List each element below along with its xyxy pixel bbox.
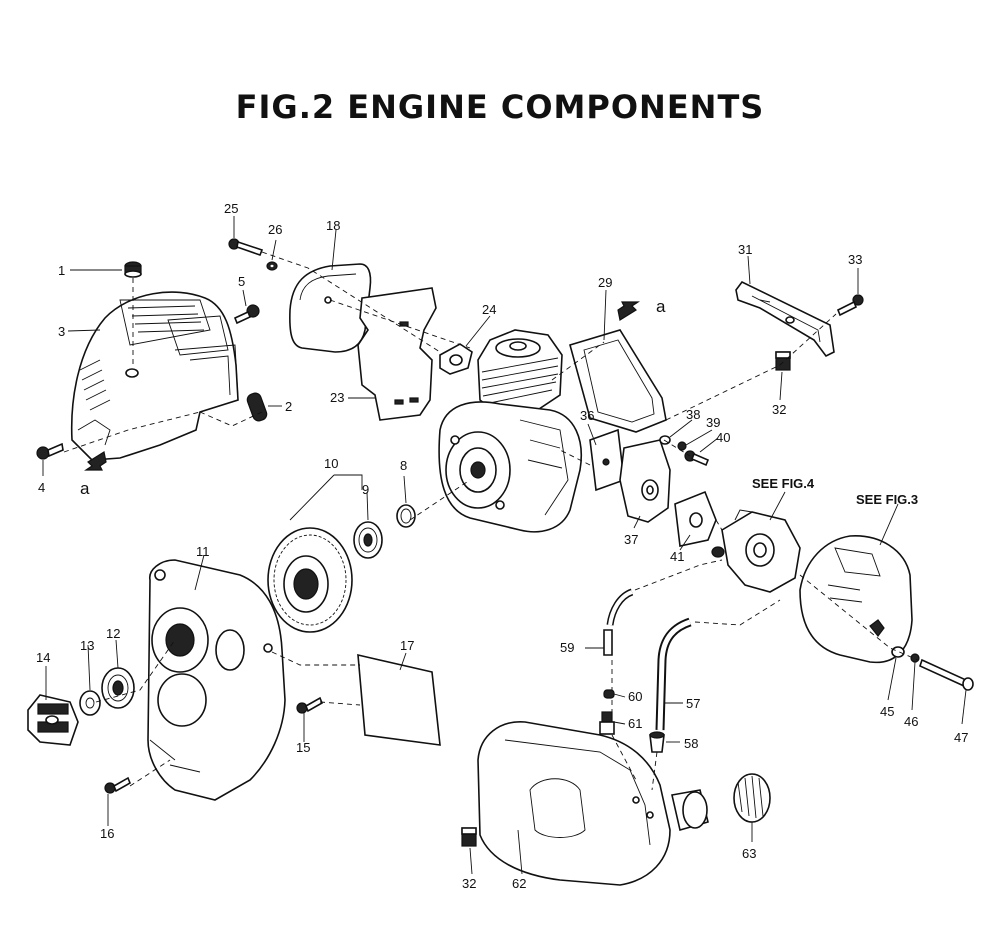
label-4: 4 <box>38 480 45 495</box>
label-1: 1 <box>58 263 65 278</box>
bolt-15 <box>296 696 324 714</box>
arrow-labels: a a <box>80 297 666 498</box>
label-24: 24 <box>482 302 496 317</box>
rubber-mount-lower <box>461 827 477 847</box>
gasket-24 <box>439 343 473 375</box>
label-29: 29 <box>598 275 612 290</box>
washer-26 <box>266 261 278 271</box>
label-32a: 32 <box>772 402 786 417</box>
assembly-lines <box>63 251 919 791</box>
fuel-pipe-59 <box>603 588 634 656</box>
label-41: 41 <box>670 549 684 564</box>
rubber-mount-upper <box>775 351 791 371</box>
reference-labels: SEE FIG.4 SEE FIG.3 <box>752 476 918 507</box>
cap-nut <box>124 261 142 278</box>
label-9: 9 <box>362 482 369 497</box>
label-16: 16 <box>100 826 114 841</box>
label-62: 62 <box>512 876 526 891</box>
arrow-a-left <box>84 451 107 471</box>
label-45: 45 <box>880 704 894 719</box>
figure-title: FIG.2 ENGINE COMPONENTS <box>235 88 765 126</box>
label-32b: 32 <box>462 876 476 891</box>
muffler-37 <box>619 439 671 523</box>
label-13: 13 <box>80 638 94 653</box>
circlip-8 <box>396 504 416 528</box>
air-filter-cover <box>289 263 372 353</box>
label-10: 10 <box>324 456 338 471</box>
engine-cylinder-crankcase <box>438 329 582 533</box>
label-40: 40 <box>716 430 730 445</box>
fuel-cap <box>733 773 771 823</box>
label-39: 39 <box>706 415 720 430</box>
label-36: 36 <box>580 408 594 423</box>
label-12: 12 <box>106 626 120 641</box>
leader-lines <box>42 216 967 875</box>
label-61: 61 <box>628 716 642 731</box>
bolt-40 <box>684 450 710 467</box>
muffler-gasket-36 <box>589 428 625 492</box>
muffler-frame <box>569 329 667 433</box>
plate-17 <box>357 653 441 746</box>
label-38: 38 <box>686 407 700 422</box>
arrow-a-right <box>617 301 640 321</box>
label-11: 11 <box>196 544 210 559</box>
bolt-16 <box>104 776 132 794</box>
filter-plate <box>357 287 437 421</box>
bolt-47 <box>919 658 974 691</box>
label-23: 23 <box>330 390 344 405</box>
label-15: 15 <box>296 740 310 755</box>
washer-45 <box>891 646 905 658</box>
label-57: 57 <box>686 696 700 711</box>
grommet-60 <box>603 689 615 699</box>
arrow-label-right: a <box>656 297 666 316</box>
arrow-label-left: a <box>80 479 90 498</box>
label-8: 8 <box>400 458 407 473</box>
label-63: 63 <box>742 846 756 861</box>
gasket-41 <box>674 490 717 547</box>
bolt-5 <box>233 304 260 325</box>
carburetor <box>711 509 801 593</box>
clutch-14 <box>27 694 79 746</box>
label-33: 33 <box>848 252 862 267</box>
bolt-4 <box>36 442 64 460</box>
air-cleaner-case <box>799 535 913 664</box>
label-31: 31 <box>738 242 752 257</box>
part-number-labels: 1 2 3 4 5 8 9 10 11 12 13 14 15 16 17 18… <box>36 201 968 891</box>
see-fig-4-label: SEE FIG.4 <box>752 476 815 491</box>
bracket-31 <box>735 280 835 358</box>
fitting-58 <box>649 731 665 753</box>
crankcase-half <box>147 559 286 801</box>
label-60: 60 <box>628 689 642 704</box>
washer-46 <box>910 653 920 663</box>
label-5: 5 <box>238 274 245 289</box>
washer-38 <box>659 435 671 445</box>
label-37: 37 <box>624 532 638 547</box>
fan-cover <box>70 291 239 461</box>
filter-61 <box>599 711 615 735</box>
label-58: 58 <box>684 736 698 751</box>
label-26: 26 <box>268 222 282 237</box>
see-fig-3-label: SEE FIG.3 <box>856 492 918 507</box>
label-46: 46 <box>904 714 918 729</box>
label-3: 3 <box>58 324 65 339</box>
bolt-33 <box>836 294 864 317</box>
bearing-12 <box>101 667 135 709</box>
washer-13 <box>79 690 101 716</box>
fuel-tank <box>477 721 709 886</box>
label-2: 2 <box>285 399 292 414</box>
fuel-pipe-57 <box>655 617 692 731</box>
label-14: 14 <box>36 650 50 665</box>
washer-39 <box>677 441 687 451</box>
flywheel-gear <box>267 527 353 633</box>
label-17: 17 <box>400 638 414 653</box>
bearing-9 <box>353 521 383 559</box>
bolt-25 <box>228 238 264 257</box>
label-25: 25 <box>224 201 238 216</box>
label-18: 18 <box>326 218 340 233</box>
grommet <box>246 392 268 422</box>
label-59: 59 <box>560 640 574 655</box>
label-47: 47 <box>954 730 968 745</box>
